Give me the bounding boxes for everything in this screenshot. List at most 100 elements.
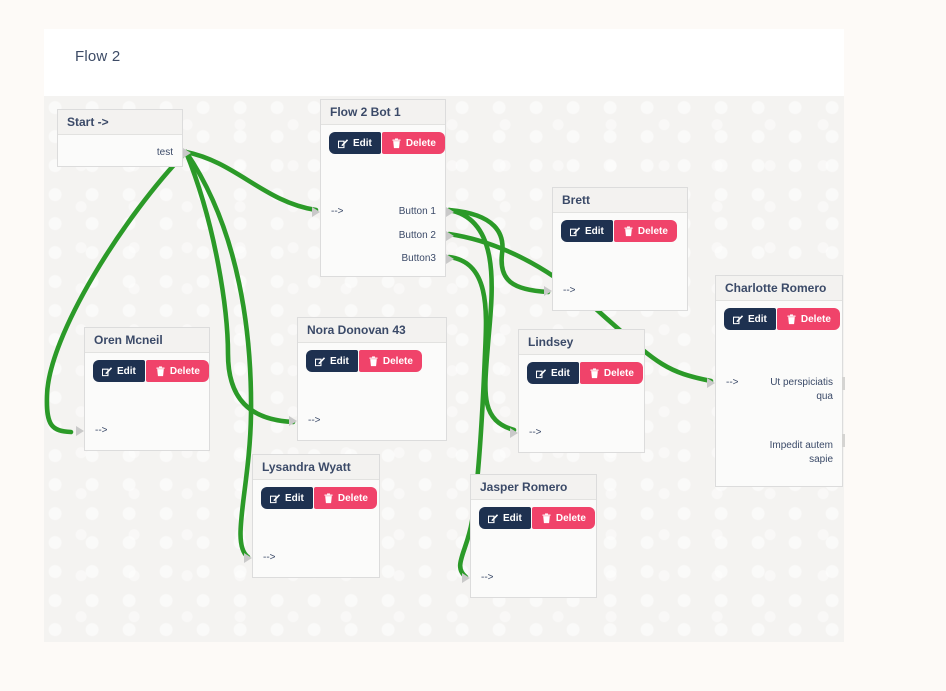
input-connector[interactable] <box>707 377 715 388</box>
edit-icon <box>488 513 499 524</box>
output-label-button2: Button 2 <box>398 230 436 241</box>
connection-button1-to-brett[interactable] <box>446 207 551 295</box>
node-brett-title[interactable]: Brett <box>553 188 687 213</box>
input-label: --> <box>481 572 494 583</box>
input-label: --> <box>308 415 321 426</box>
node-nora-title[interactable]: Nora Donovan 43 <box>298 318 446 343</box>
connection-button2-to-charlotte[interactable] <box>446 231 714 384</box>
node-lysandra-title[interactable]: Lysandra Wyatt <box>253 455 379 480</box>
input-label: --> <box>529 427 542 438</box>
page-title: Flow 2 <box>75 48 121 65</box>
flow2bot1-io-row-1: --> Button 1 <box>312 204 454 219</box>
charlotte-input-row: --> <box>707 375 842 390</box>
delete-button[interactable]: Delete <box>145 360 209 382</box>
oren-input-row: --> <box>76 423 209 438</box>
connection-start-to-flow2bot1[interactable] <box>183 149 319 213</box>
node-oren[interactable]: Oren Mcneil Edit Delete --> <box>76 327 210 451</box>
edit-icon <box>270 493 281 504</box>
edit-icon <box>338 138 349 149</box>
edit-button[interactable]: Edit <box>561 220 613 242</box>
output-connector-button2[interactable] <box>446 230 454 241</box>
nora-input-row: --> <box>289 413 446 428</box>
edit-button[interactable]: Edit <box>329 132 381 154</box>
node-brett[interactable]: Brett Edit Delete --> <box>544 187 688 311</box>
connection-start-to-lysandra[interactable] <box>183 149 254 560</box>
output-label-button1: Button 1 <box>398 206 436 217</box>
trash-icon <box>589 367 600 379</box>
input-connector[interactable] <box>244 552 252 563</box>
delete-button[interactable]: Delete <box>579 362 643 384</box>
node-lindsey[interactable]: Lindsey Edit Delete --> <box>510 329 645 453</box>
output-label-button3: Button3 <box>401 253 436 264</box>
input-label: --> <box>726 377 739 388</box>
input-connector[interactable] <box>76 425 84 436</box>
charlotte-output-label-1: Ut perspiciatis qua <box>770 377 833 402</box>
charlotte-output-connector-2[interactable] <box>842 434 845 447</box>
node-oren-title[interactable]: Oren Mcneil <box>85 328 209 353</box>
output-connector-button3[interactable] <box>446 253 454 264</box>
edit-button[interactable]: Edit <box>93 360 145 382</box>
node-start-title[interactable]: Start -> <box>58 110 182 135</box>
node-flow2bot1-title[interactable]: Flow 2 Bot 1 <box>321 100 445 125</box>
trash-icon <box>786 313 797 325</box>
delete-button[interactable]: Delete <box>613 220 677 242</box>
flow-canvas[interactable]: Start -> test Flow 2 Bot 1 Edit Delete -… <box>44 96 845 642</box>
delete-button[interactable]: Delete <box>776 308 840 330</box>
input-label: --> <box>331 206 344 217</box>
lysandra-input-row: --> <box>244 550 379 565</box>
delete-button[interactable]: Delete <box>531 507 595 529</box>
trash-icon <box>368 355 379 367</box>
edit-icon <box>570 226 581 237</box>
input-connector[interactable] <box>289 415 297 426</box>
delete-button[interactable]: Delete <box>313 487 377 509</box>
node-charlotte-title[interactable]: Charlotte Romero <box>716 276 842 301</box>
edit-icon <box>536 368 547 379</box>
node-nora[interactable]: Nora Donovan 43 Edit Delete --> <box>289 317 447 441</box>
flow-header-panel: Flow 2 <box>44 29 844 96</box>
charlotte-output-connector-1[interactable] <box>842 377 845 390</box>
node-start[interactable]: Start -> test <box>57 109 191 167</box>
jasper-input-row: --> <box>462 570 596 585</box>
flow2bot1-io-row-2: Button 2 <box>321 228 454 243</box>
edit-button[interactable]: Edit <box>261 487 313 509</box>
trash-icon <box>623 225 634 237</box>
edit-icon <box>102 366 113 377</box>
edit-button[interactable]: Edit <box>479 507 531 529</box>
trash-icon <box>391 137 402 149</box>
input-connector[interactable] <box>462 572 470 583</box>
node-charlotte[interactable]: Charlotte Romero Edit Delete --> Ut pers… <box>707 275 845 487</box>
node-jasper[interactable]: Jasper Romero Edit Delete --> <box>462 474 597 598</box>
trash-icon <box>323 492 334 504</box>
edit-icon <box>733 314 744 325</box>
flow2bot1-io-row-3: Button3 <box>321 251 454 266</box>
input-connector[interactable] <box>510 427 518 438</box>
edit-button[interactable]: Edit <box>724 308 776 330</box>
input-label: --> <box>95 425 108 436</box>
charlotte-output-label-2: Impedit autem sapie <box>769 440 833 465</box>
input-connector[interactable] <box>544 285 552 296</box>
edit-button[interactable]: Edit <box>527 362 579 384</box>
node-lysandra[interactable]: Lysandra Wyatt Edit Delete --> <box>244 454 380 578</box>
delete-button[interactable]: Delete <box>381 132 445 154</box>
connection-start-to-oren[interactable] <box>44 149 189 435</box>
delete-button[interactable]: Delete <box>358 350 422 372</box>
start-output-row: test <box>58 145 191 160</box>
connections-layer <box>44 149 714 580</box>
connection-start-to-nora[interactable] <box>183 149 296 425</box>
edit-button[interactable]: Edit <box>306 350 358 372</box>
trash-icon <box>541 512 552 524</box>
edit-icon <box>315 356 326 367</box>
connection-button1-to-lindsey[interactable] <box>446 207 517 433</box>
input-label: --> <box>263 552 276 563</box>
node-jasper-title[interactable]: Jasper Romero <box>471 475 596 500</box>
node-lindsey-title[interactable]: Lindsey <box>519 330 644 355</box>
node-flow2bot1[interactable]: Flow 2 Bot 1 Edit Delete --> Button 1 Bu… <box>312 99 454 277</box>
brett-input-row: --> <box>544 283 687 298</box>
output-connector-button1[interactable] <box>446 206 454 217</box>
connection-button3-to-jasper[interactable] <box>446 254 489 580</box>
input-connector[interactable] <box>312 206 320 217</box>
start-output-connector[interactable] <box>183 147 191 158</box>
lindsey-input-row: --> <box>510 425 644 440</box>
start-output-label: test <box>156 147 173 158</box>
